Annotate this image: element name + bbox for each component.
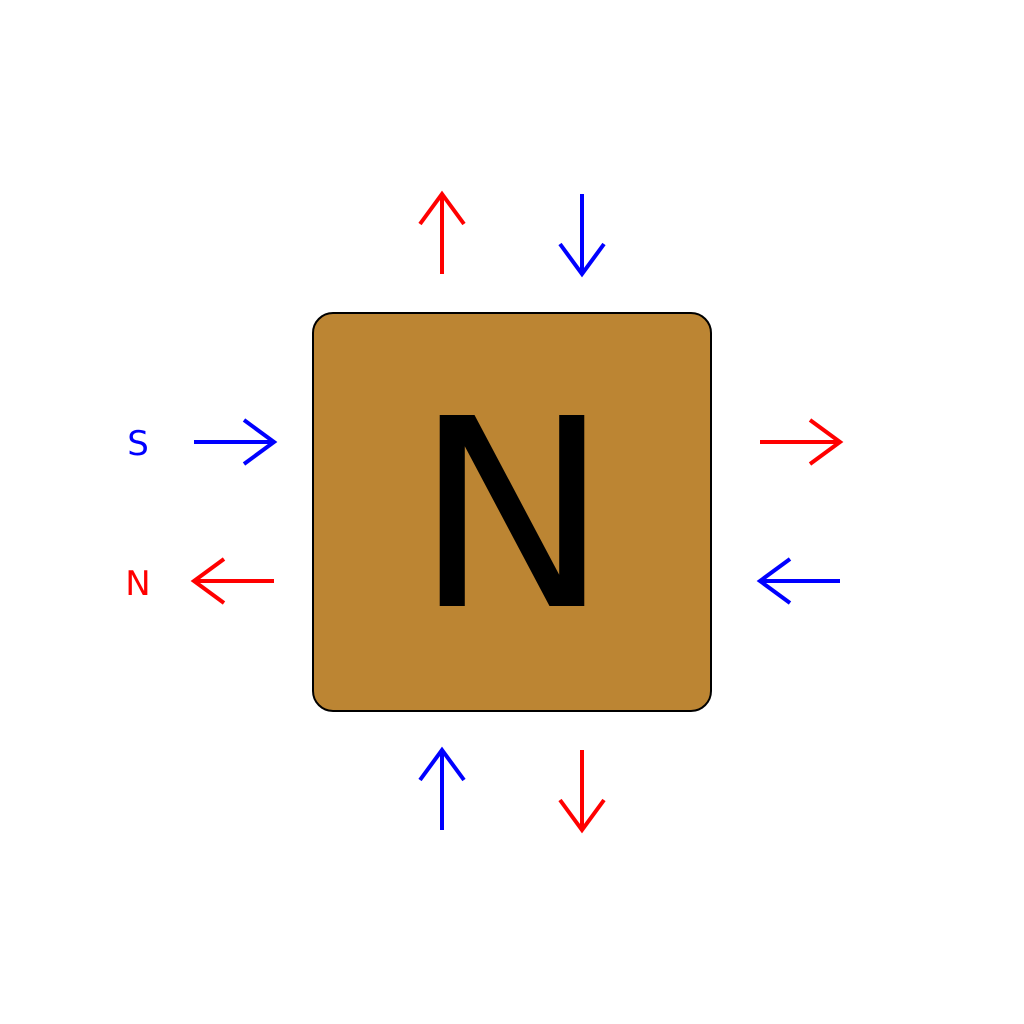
arrow-head [558, 242, 606, 278]
arrow-head [418, 190, 466, 226]
right-arrow-outward-icon [760, 418, 844, 466]
legend-arrow-n-outward-icon [190, 557, 274, 605]
top-arrow-inward-icon [558, 194, 606, 278]
bottom-arrow-inward-icon [418, 746, 466, 830]
legend-arrow-s-inward-icon [194, 418, 278, 466]
right-arrow-inward-icon [756, 557, 840, 605]
magnet-block [312, 312, 712, 712]
arrow-head [190, 557, 226, 605]
legend-label-s: S [127, 424, 149, 464]
bottom-arrow-outward-icon [558, 750, 606, 834]
top-arrow-outward-icon [418, 190, 466, 274]
legend-label-n: N [125, 564, 150, 604]
arrow-head [418, 746, 466, 782]
arrow-head [756, 557, 792, 605]
arrow-head [242, 418, 278, 466]
magnet-pole-label: N [414, 363, 610, 668]
arrow-head [808, 418, 844, 466]
arrow-head [558, 798, 606, 834]
